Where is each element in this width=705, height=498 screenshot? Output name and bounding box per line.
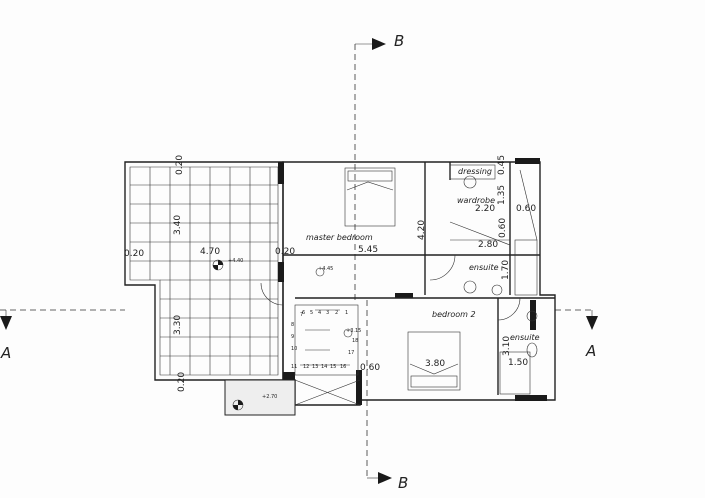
section-line-b xyxy=(354,38,392,484)
bedroom2-bed xyxy=(407,331,461,391)
room-dressing: dressing xyxy=(458,167,492,176)
dim-wardrobe-depth: 1.35 xyxy=(497,185,507,205)
section-label-a-left: A xyxy=(0,344,11,362)
level-landing: +3.15 xyxy=(346,328,361,334)
stair-step-number: 7 xyxy=(300,312,303,318)
room-bedroom-2: bedroom 2 xyxy=(432,310,476,319)
dim-terrace-lower-depth: 3.30 xyxy=(173,315,183,335)
terrace xyxy=(124,161,284,381)
stair-step-number: 6 xyxy=(302,310,305,316)
stair-step-number: 5 xyxy=(310,310,313,316)
dim-terrace-wall-right: 0.20 xyxy=(275,247,295,257)
staircase xyxy=(294,304,361,406)
dim-wardrobe-gap: 0.60 xyxy=(498,218,508,238)
stair-step-number: 15 xyxy=(330,364,336,370)
dim-terrace-width: 4.70 xyxy=(200,247,220,257)
level-master: +4.45 xyxy=(318,266,333,272)
room-master-bedroom: master bedroom xyxy=(306,233,373,242)
room-wardrobe: wardrobe xyxy=(457,196,495,205)
level-terrace: +4.40 xyxy=(228,258,243,264)
section-label-b-top: B xyxy=(394,32,404,50)
stair-step-number: 12 xyxy=(303,364,309,370)
stair-step-number: 11 xyxy=(291,364,297,370)
stair-step-number: 9 xyxy=(291,334,294,340)
stair-step-number: 4 xyxy=(318,310,321,316)
level-marker-icons xyxy=(212,259,353,411)
section-label-a-right: A xyxy=(585,342,596,360)
stair-step-number: 14 xyxy=(321,364,327,370)
stair-step-number: 18 xyxy=(352,338,358,344)
dim-shower-width: 0.60 xyxy=(516,204,536,214)
dim-terrace-lower-wall: 0.20 xyxy=(177,372,187,392)
dim-terrace-wall-top: 0.20 xyxy=(175,155,185,175)
stair-step-number: 17 xyxy=(348,350,354,356)
stair-step-number: 2 xyxy=(335,310,338,316)
stair-step-number: 10 xyxy=(291,346,297,352)
dim-dressing-wall: 0.45 xyxy=(497,155,507,175)
dim-bedroom2-depth: 3.10 xyxy=(502,336,512,356)
master-bed xyxy=(344,167,396,227)
stair-step-number: 8 xyxy=(291,322,294,328)
level-lower-terrace: +2.70 xyxy=(262,394,277,400)
dim-terrace-depth: 3.40 xyxy=(173,215,183,235)
section-line-a xyxy=(0,309,598,330)
dim-terrace-wall-left: 0.20 xyxy=(124,249,144,259)
house-walls xyxy=(260,158,556,406)
stair-step-number: 1 xyxy=(345,310,348,316)
dim-ensuite-width: 2.80 xyxy=(478,240,498,250)
section-label-b-bottom: B xyxy=(398,474,408,492)
room-ensuite-2: ensuite xyxy=(510,333,540,342)
dim-ensuite2-width: 1.50 xyxy=(508,358,528,368)
stair-step-number: 16 xyxy=(340,364,346,370)
dim-ensuite-depth: 1.70 xyxy=(501,260,511,280)
stair-step-number: 13 xyxy=(312,364,318,370)
dim-master-depth: 4.20 xyxy=(417,220,427,240)
dim-bedroom2-wall: 0.60 xyxy=(360,363,380,373)
room-ensuite-1: ensuite xyxy=(469,263,499,272)
dim-wardrobe-width: 2.20 xyxy=(475,204,495,214)
dim-master-width: 5.45 xyxy=(358,245,378,255)
stair-step-number: 3 xyxy=(326,310,329,316)
lower-terrace xyxy=(224,379,296,416)
dim-bedroom2-width: 3.80 xyxy=(425,359,445,369)
